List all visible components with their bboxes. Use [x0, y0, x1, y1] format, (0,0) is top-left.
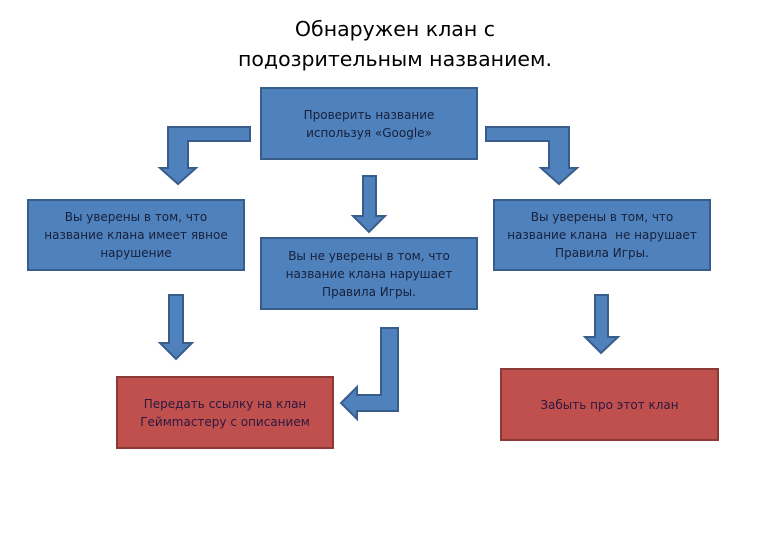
node-unsure-line-1: Вы не уверены в том, что: [288, 248, 450, 263]
node-sure-violation-line-1: Вы уверены в том, что: [64, 210, 208, 224]
node-sure-violation-line-3: нарушение: [100, 246, 172, 260]
node-report-to-gamemaster: Передать ссылку на клан Геймmастеру с оп…: [116, 376, 334, 449]
title-line-2: подозрительным названием.: [237, 47, 553, 71]
arrow-unsure-to-report: [339, 327, 399, 422]
arrow-check-to-sure-ok: [485, 126, 580, 186]
node-unsure-line-3: Правила Игры.: [322, 284, 416, 299]
node-sure-ok-line-1: Вы уверены в том, что: [530, 210, 674, 224]
title-line-1: Обнаружен клан с: [294, 17, 496, 41]
node-sure-violation: Вы уверены в том, что название клана име…: [27, 199, 245, 271]
node-sure-ok: Вы уверены в том, что название клана не …: [493, 199, 711, 271]
node-unsure-line-2: название клана нарушает: [285, 266, 453, 281]
node-check-line-2: используя «Google»: [306, 125, 432, 140]
node-unsure: Вы не уверены в том, что название клана …: [260, 237, 478, 310]
node-sure-ok-line-3: Правила Игры.: [555, 246, 649, 260]
diagram-title: Обнаружен клан с подозрительным название…: [200, 14, 590, 74]
node-sure-ok-line-2: название клана не нарушает: [507, 228, 697, 242]
node-forget-line-1: Забыть про этот клан: [540, 397, 679, 412]
node-sure-violation-line-2: название клана имеет явное: [44, 228, 228, 242]
node-report-line-1: Передать ссылку на клан: [143, 396, 307, 411]
arrow-check-to-sure-violation: [157, 126, 251, 186]
node-report-line-2: Геймmастеру с описанием: [140, 414, 310, 429]
node-check-line-1: Проверить название: [303, 107, 435, 122]
node-check-google: Проверить название используя «Google»: [260, 87, 478, 160]
node-forget-clan: Забыть про этот клан: [500, 368, 719, 441]
arrow-check-to-unsure: [350, 175, 388, 234]
arrow-sure-violation-to-report: [157, 294, 195, 361]
arrow-sure-ok-to-forget: [582, 294, 621, 355]
